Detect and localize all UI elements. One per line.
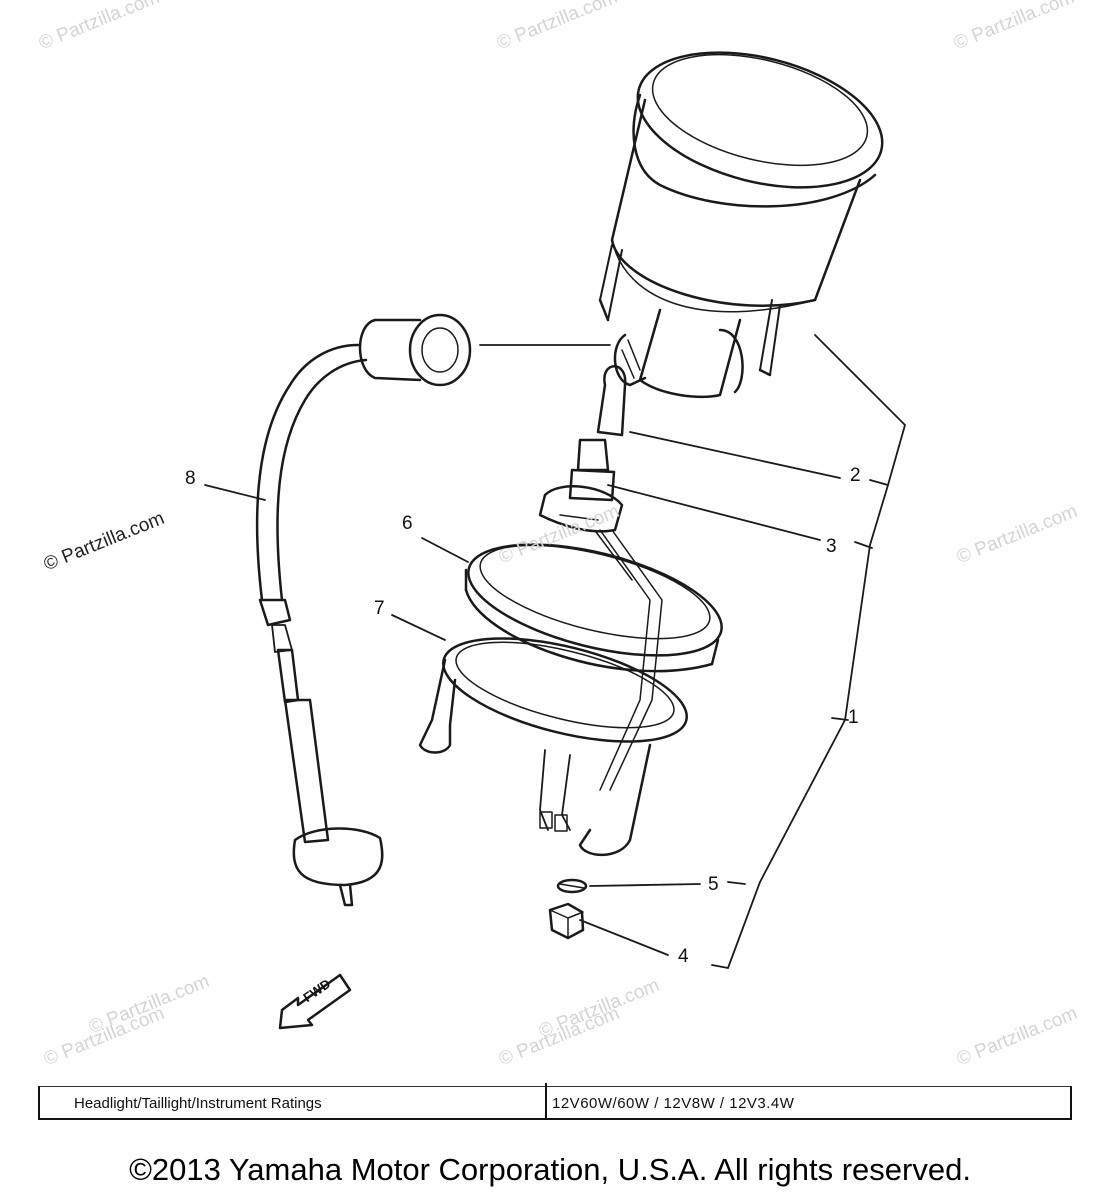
callout-7: 7 bbox=[374, 598, 385, 619]
callout-4: 4 bbox=[678, 946, 689, 967]
copyright-notice: ©2013 Yamaha Motor Corporation, U.S.A. A… bbox=[129, 1152, 971, 1187]
ratings-value: 12V60W/60W / 12V8W / 12V3.4W bbox=[552, 1095, 795, 1112]
callout-2: 2 bbox=[850, 465, 861, 486]
callout-6: 6 bbox=[402, 513, 413, 534]
washer bbox=[556, 878, 588, 894]
ratings-table: Headlight/Taillight/Instrument Ratings 1… bbox=[38, 1083, 1072, 1120]
meter-cable bbox=[255, 313, 472, 907]
callout-3: 3 bbox=[826, 536, 837, 557]
bulb-socket bbox=[538, 438, 663, 791]
bulb bbox=[596, 365, 627, 437]
meter-assembly bbox=[598, 51, 884, 399]
callout-8: 8 bbox=[185, 468, 196, 489]
ratings-label: Headlight/Taillight/Instrument Ratings bbox=[74, 1095, 322, 1112]
callout-5: 5 bbox=[708, 874, 719, 895]
leader-lines bbox=[204, 334, 906, 969]
nut bbox=[548, 902, 585, 940]
gasket-ring bbox=[464, 543, 723, 673]
callout-1: 1 bbox=[848, 707, 859, 728]
fwd-arrow-shape bbox=[278, 973, 352, 1030]
ratings-divider bbox=[545, 1083, 547, 1119]
meter-bracket bbox=[418, 637, 688, 857]
